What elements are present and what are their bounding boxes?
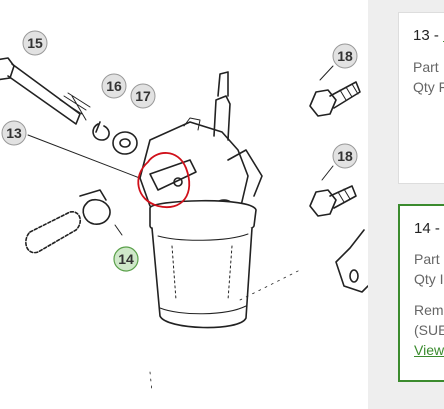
mounting-bracket: [335, 229, 368, 293]
filter-bowl: [149, 199, 257, 329]
part-card-13-quantity: Qty F: [413, 79, 444, 95]
callout-15[interactable]: 15: [22, 30, 48, 56]
callout-13[interactable]: 13: [1, 120, 27, 146]
part-card-14-title: 14 - J: [414, 220, 444, 237]
part-card-14-substitution: (SUE: [414, 322, 444, 338]
part-18-upper-bolt: [309, 81, 361, 117]
filter-head: [139, 71, 263, 223]
leader-lines: [27, 65, 334, 236]
part-card-14-part-number: Part: [414, 251, 440, 267]
parts-list-panel: 13 - F Part Qty F 14 - J Part Qty I Rem …: [368, 0, 444, 409]
part-card-13-number: 13 -: [413, 27, 444, 44]
dashed-guides: [149, 269, 301, 393]
callout-16[interactable]: 16: [101, 73, 127, 99]
part-card-13-part-number: Part: [413, 59, 439, 75]
callout-17[interactable]: 17: [130, 83, 156, 109]
part-15-long-bolt: [0, 57, 91, 125]
part-card-14-number: 14 -: [414, 220, 444, 237]
red-highlight-circle: [137, 152, 191, 209]
part-card-13-title: 13 - F: [413, 27, 444, 44]
callout-18-lower-label: 18: [337, 148, 353, 164]
part-card-14-remarks: Rem: [414, 302, 444, 318]
part-card-14-quantity: Qty I: [414, 271, 444, 287]
callout-15-label: 15: [27, 35, 43, 51]
callout-18-upper-label: 18: [337, 48, 353, 64]
part-card-14-selected[interactable]: 14 - J Part Qty I Rem (SUE View: [398, 204, 444, 382]
part-14-hose-clamp: [25, 189, 111, 254]
part-card-13[interactable]: 13 - F Part Qty F: [398, 12, 444, 184]
callout-13-label: 13: [6, 125, 22, 141]
exploded-parts-diagram: 15 16 17 18 13 18 14: [0, 30, 368, 393]
part-16-lock-washer: [92, 121, 110, 141]
part-17-flat-washer: [112, 131, 138, 155]
callout-16-label: 16: [106, 78, 122, 94]
callout-18-upper[interactable]: 18: [332, 43, 358, 69]
part-18-lower-bolt: [309, 185, 357, 217]
callout-14[interactable]: 14: [113, 246, 139, 272]
part-card-14-view-link[interactable]: View: [414, 342, 444, 358]
callout-18-lower[interactable]: 18: [332, 143, 358, 169]
fuel-filter-drawing: 15 16 17 18 13 18 14: [0, 30, 368, 393]
callout-14-label: 14: [118, 251, 134, 267]
callout-17-label: 17: [135, 88, 151, 104]
